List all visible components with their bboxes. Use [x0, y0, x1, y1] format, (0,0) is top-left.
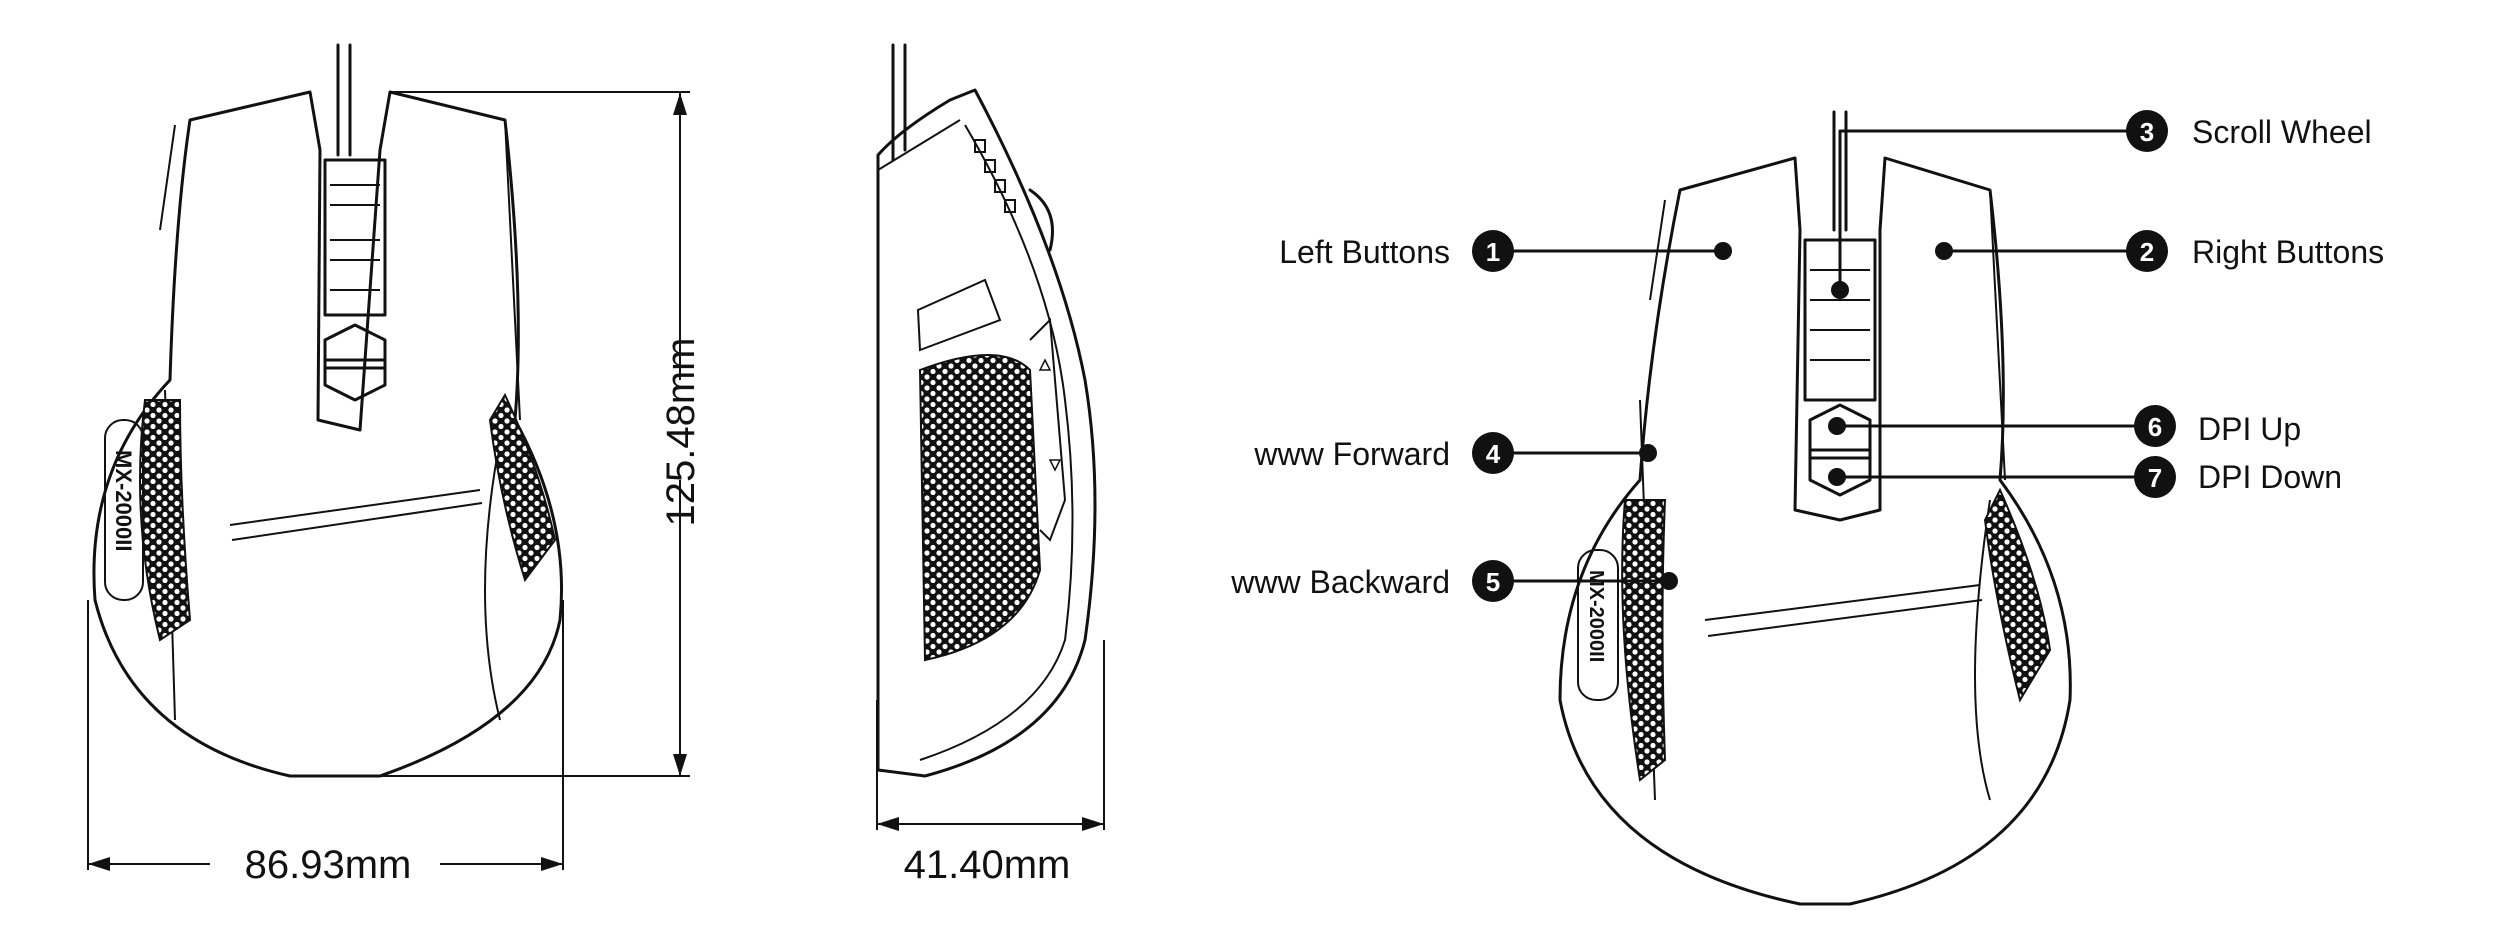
model-badge [104, 419, 144, 601]
side-view-mouse [876, 43, 1097, 778]
svg-text:Left Buttons: Left Buttons [1279, 234, 1450, 270]
svg-text:MX-2000II: MX-2000II [1585, 570, 1607, 662]
mouse-body-outline [92, 90, 564, 778]
height-dimension: 41.40mm [876, 640, 1105, 887]
svg-text:6: 6 [2148, 412, 2162, 442]
svg-text:DPI Down: DPI Down [2198, 459, 2342, 495]
labeled-body-outline [1558, 156, 2072, 906]
svg-text:4: 4 [1486, 439, 1501, 469]
callout-right-buttons: 2 Right Buttons [1935, 230, 2384, 272]
svg-text:2: 2 [2140, 237, 2154, 267]
width-dimension: 86.93mm [87, 600, 564, 887]
callout-left-buttons: Left Buttons 1 [1279, 230, 1732, 272]
svg-text:Right Buttons: Right Buttons [2192, 234, 2384, 270]
width-label: 86.93mm [245, 843, 412, 887]
svg-text:7: 7 [2148, 463, 2162, 493]
dpi-buttons[interactable] [1808, 403, 1872, 497]
side-body-outline [876, 88, 1097, 778]
svg-text:3: 3 [2140, 117, 2154, 147]
cable [336, 43, 352, 157]
length-label: 125.48mm [659, 338, 703, 527]
height-label: 41.40mm [904, 843, 1071, 887]
svg-text:Scroll Wheel: Scroll Wheel [2192, 114, 2372, 150]
svg-text:www Backward: www Backward [1230, 564, 1450, 600]
svg-text:5: 5 [1486, 567, 1500, 597]
labeled-view-mouse: MX-2000II [1558, 110, 2072, 906]
callout-dpi-up: 6 DPI Up [1828, 405, 2301, 447]
callout-dpi-down: 7 DPI Down [1828, 456, 2342, 498]
callout-scroll-wheel: 3 Scroll Wheel [1831, 110, 2372, 299]
scroll-wheel-top [323, 158, 387, 317]
svg-text:www Forward: www Forward [1253, 436, 1450, 472]
svg-text:1: 1 [1486, 237, 1500, 267]
callout-www-forward: www Forward 4 [1253, 432, 1657, 474]
dpi-buttons-top [323, 323, 387, 402]
top-view-mouse: MX-2000II [92, 43, 564, 778]
callout-www-backward: www Backward 5 [1230, 560, 1678, 602]
model-badge-text: MX-2000II [111, 450, 136, 552]
length-dimension: 125.48mm [380, 91, 703, 777]
svg-text:DPI Up: DPI Up [2198, 411, 2301, 447]
